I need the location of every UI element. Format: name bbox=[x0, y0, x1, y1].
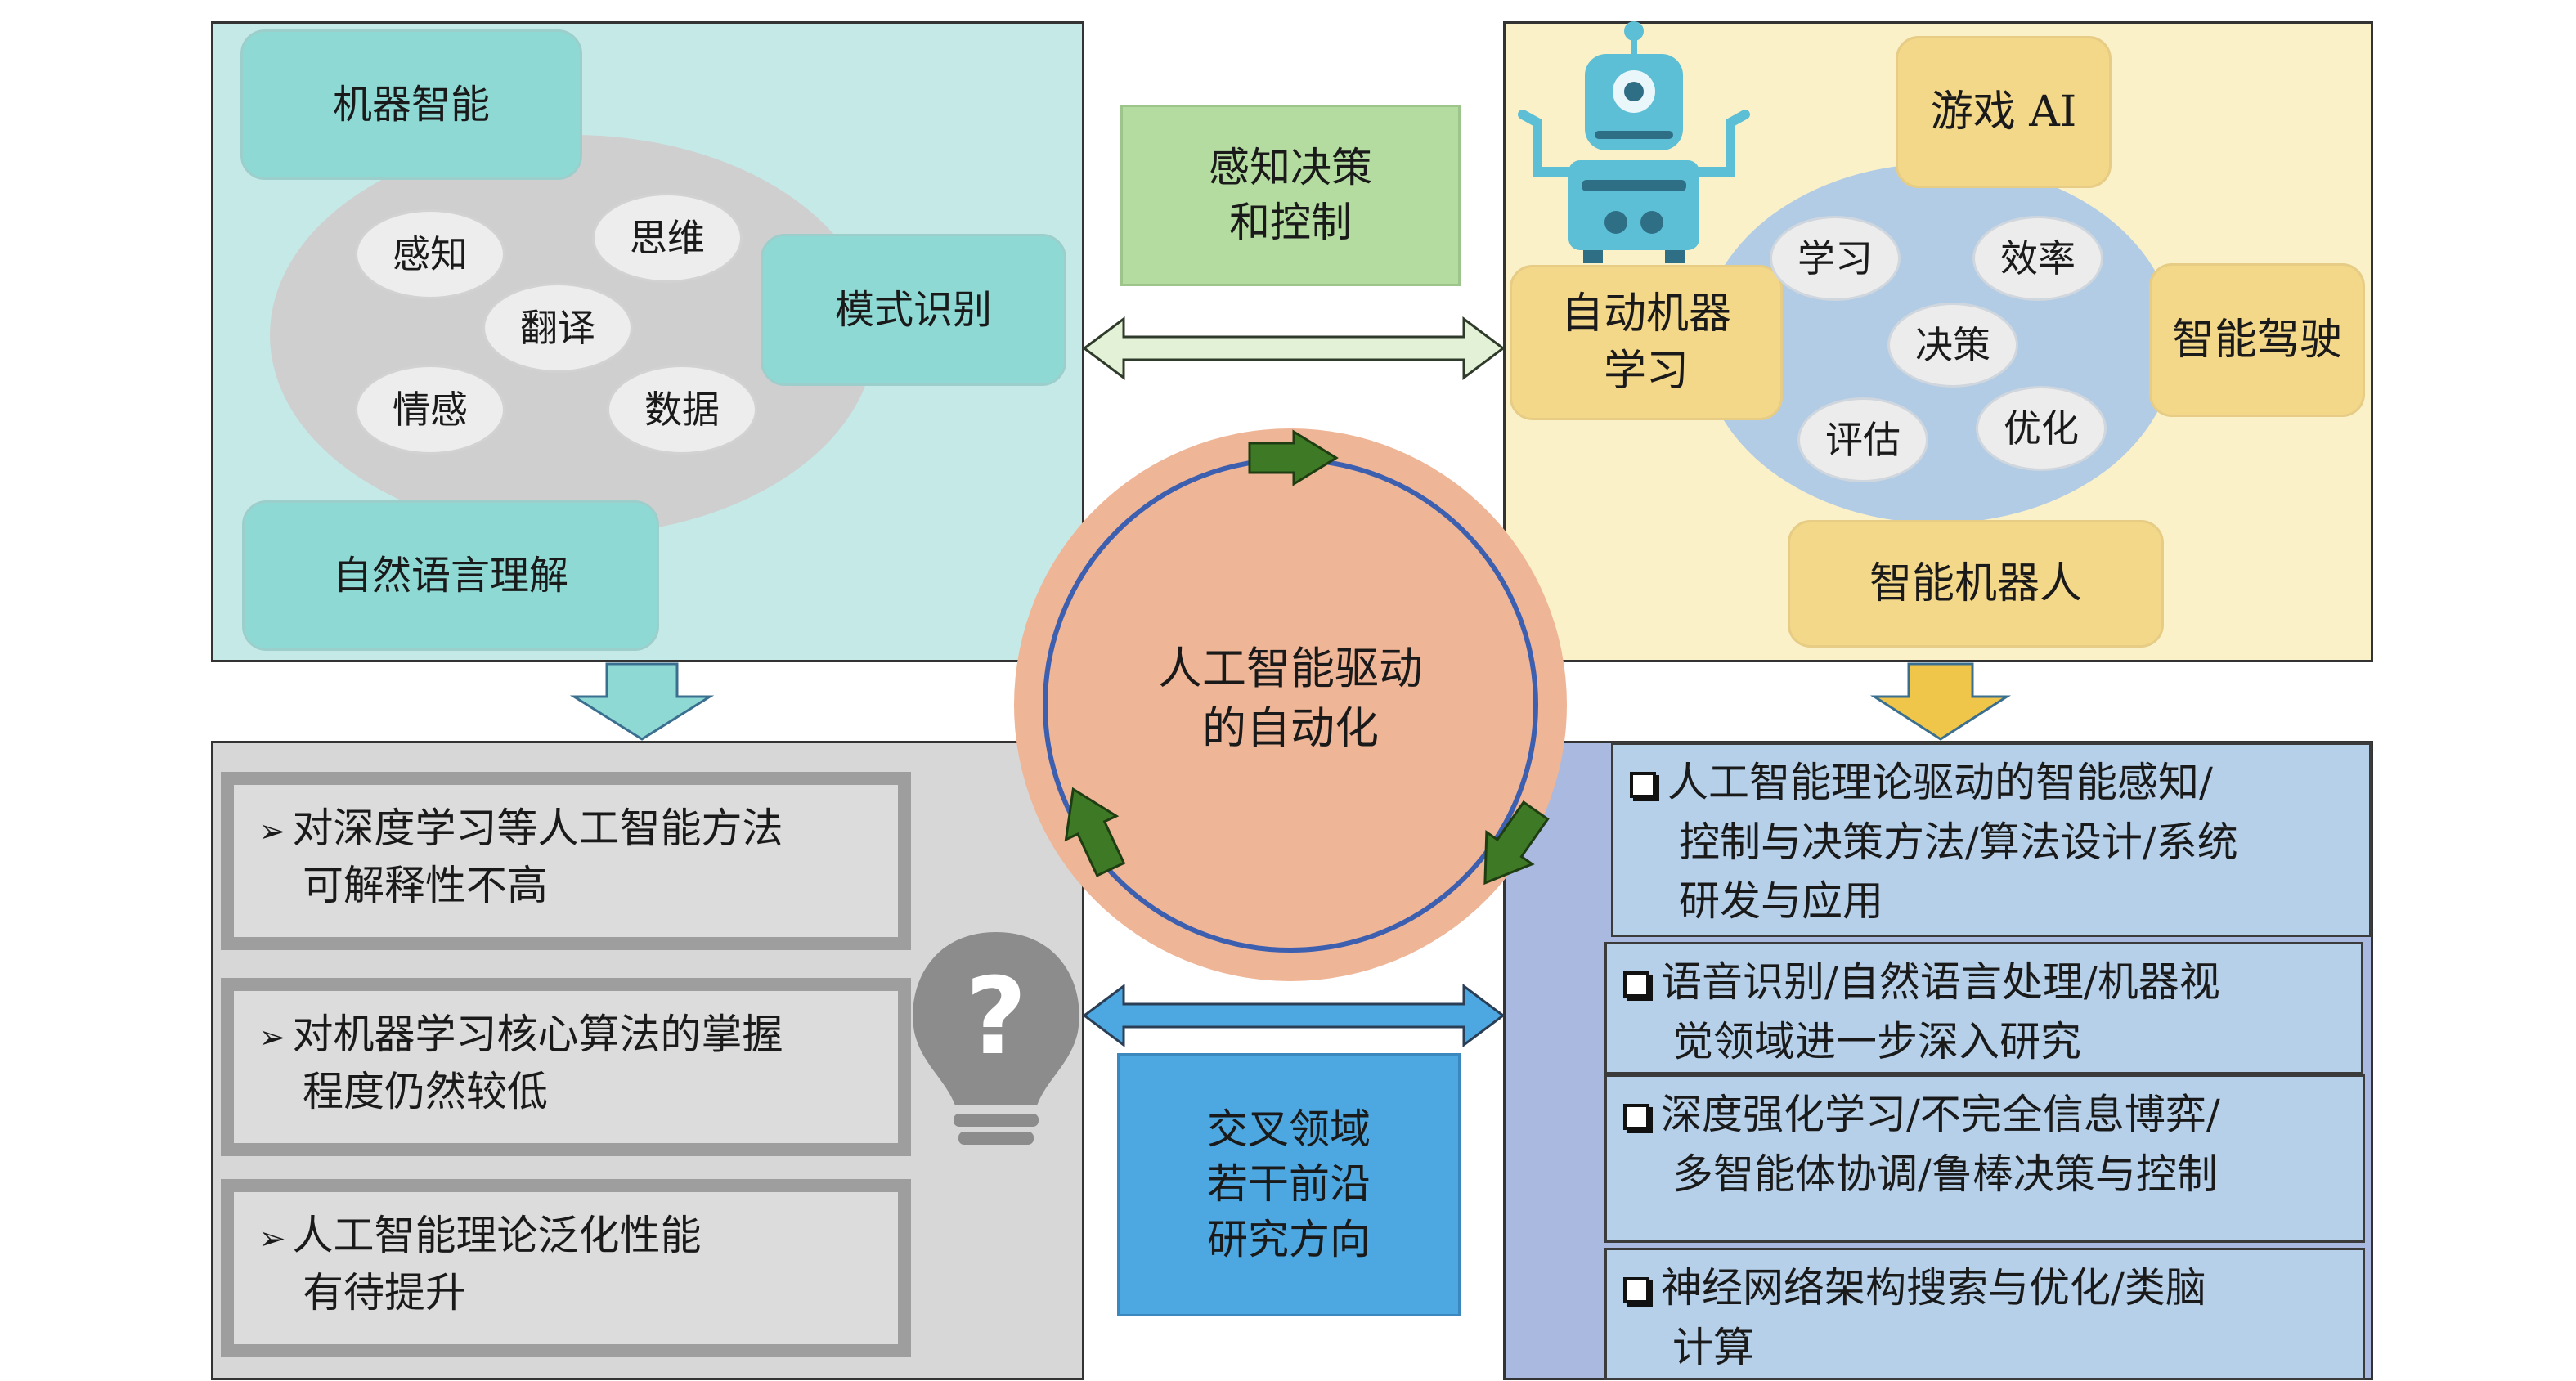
perception-decision-box: 感知决策 和控制 bbox=[1120, 105, 1461, 286]
bubble-perception: 感知 bbox=[355, 209, 505, 299]
bubble-decision: 决策 bbox=[1887, 303, 2018, 388]
limitation-2-line1: ➢对机器学习核心算法的掌握 bbox=[258, 1006, 898, 1063]
bubble-translation: 翻译 bbox=[482, 283, 633, 373]
limitation-item-1: ➢对深度学习等人工智能方法 可解释性不高 bbox=[221, 772, 911, 950]
direction-4-line2: 计算 bbox=[1672, 1323, 1754, 1371]
bullet-arrow-icon: ➢ bbox=[258, 1019, 286, 1056]
down-arrow-right bbox=[1869, 662, 2012, 741]
down-arrow-left bbox=[569, 662, 715, 741]
direction-1-line3: 研发与应用 bbox=[1679, 877, 1883, 925]
direction-4-line1: 神经网络架构搜索与优化/类脑 bbox=[1623, 1258, 2363, 1318]
bubble-learning: 学习 bbox=[1770, 216, 1901, 301]
robot-icon bbox=[1518, 21, 1750, 263]
bubble-thinking: 思维 bbox=[592, 193, 743, 283]
limitation-item-2: ➢对机器学习核心算法的掌握 程度仍然较低 bbox=[221, 978, 911, 1156]
limitation-3-line2: 有待提升 bbox=[303, 1269, 466, 1316]
game-ai-label: 游戏 AI bbox=[1896, 36, 2112, 188]
limitation-1-line1: ➢对深度学习等人工智能方法 bbox=[258, 800, 898, 857]
cycle-arrow-top bbox=[1248, 429, 1339, 486]
cycle-arrow-right bbox=[1483, 800, 1550, 886]
center-label-line2: 的自动化 bbox=[1202, 702, 1379, 754]
limitation-item-3: ➢人工智能理论泛化性能 有待提升 bbox=[221, 1179, 911, 1357]
bubble-evaluation: 评估 bbox=[1797, 397, 1928, 482]
machine-intelligence-label: 机器智能 bbox=[240, 29, 582, 180]
center-circle bbox=[1014, 428, 1567, 981]
pattern-recognition-label: 模式识别 bbox=[761, 234, 1066, 386]
direction-item-3: 深度强化学习/不完全信息博弈/ 多智能体协调/鲁棒决策与控制 bbox=[1604, 1074, 2365, 1243]
direction-item-2: 语音识别/自然语言处理/机器视 觉领域进一步深入研究 bbox=[1604, 942, 2363, 1074]
direction-3-line1: 深度强化学习/不完全信息博弈/ bbox=[1623, 1085, 2363, 1145]
nlu-label: 自然语言理解 bbox=[242, 500, 659, 651]
limitation-2-line2: 程度仍然较低 bbox=[303, 1068, 548, 1115]
robotics-label: 智能机器人 bbox=[1788, 520, 2164, 648]
double-arrow-top bbox=[1082, 316, 1506, 380]
bubble-emotion: 情感 bbox=[355, 365, 505, 455]
checkbox-icon bbox=[1623, 1277, 1649, 1303]
bubble-data: 数据 bbox=[607, 365, 757, 455]
direction-item-1: 人工智能理论驱动的智能感知/ 控制与决策方法/算法设计/系统 研发与应用 bbox=[1611, 742, 2372, 937]
checkbox-icon bbox=[1623, 971, 1649, 998]
question-mark-icon: ? bbox=[965, 954, 1027, 1078]
direction-2-line1: 语音识别/自然语言处理/机器视 bbox=[1623, 953, 2361, 1012]
bubble-efficiency: 效率 bbox=[1972, 216, 2103, 301]
perception-decision-line1: 感知决策 bbox=[1209, 143, 1372, 191]
automl-line1: 自动机器 bbox=[1560, 289, 1731, 339]
center-label: 人工智能驱动 的自动化 bbox=[1127, 638, 1454, 760]
bubble-optimization: 优化 bbox=[1976, 386, 2107, 471]
cross-frontier-line1: 交叉领域 bbox=[1207, 1105, 1371, 1153]
direction-2-line2: 觉领域进一步深入研究 bbox=[1672, 1017, 2081, 1065]
cross-frontier-box: 交叉领域 若干前沿 研究方向 bbox=[1117, 1053, 1461, 1316]
limitation-3-line1: ➢人工智能理论泛化性能 bbox=[258, 1207, 898, 1264]
direction-item-4: 神经网络架构搜索与优化/类脑 计算 bbox=[1604, 1248, 2365, 1380]
cross-frontier-line2: 若干前沿 bbox=[1207, 1160, 1371, 1208]
automl-label: 自动机器 学习 bbox=[1510, 265, 1783, 420]
direction-1-line2: 控制与决策方法/算法设计/系统 bbox=[1679, 818, 2238, 866]
autonomous-driving-label: 智能驾驶 bbox=[2149, 263, 2365, 417]
direction-3-line2: 多智能体协调/鲁棒决策与控制 bbox=[1672, 1150, 2218, 1198]
double-arrow-bottom bbox=[1082, 984, 1506, 1047]
bullet-arrow-icon: ➢ bbox=[258, 1220, 286, 1258]
cycle-arrow-left bbox=[1064, 787, 1126, 877]
automl-line2: 学习 bbox=[1603, 347, 1689, 396]
center-label-line1: 人工智能驱动 bbox=[1158, 643, 1423, 695]
checkbox-icon bbox=[1630, 772, 1656, 798]
cross-frontier-line3: 研究方向 bbox=[1207, 1215, 1371, 1263]
bullet-arrow-icon: ➢ bbox=[258, 813, 286, 850]
limitation-1-line2: 可解释性不高 bbox=[303, 862, 548, 909]
direction-1-line1: 人工智能理论驱动的智能感知/ bbox=[1630, 753, 2369, 813]
perception-decision-line2: 和控制 bbox=[1229, 199, 1352, 246]
checkbox-icon bbox=[1623, 1104, 1649, 1130]
lightbulb-icon bbox=[913, 932, 1079, 1145]
